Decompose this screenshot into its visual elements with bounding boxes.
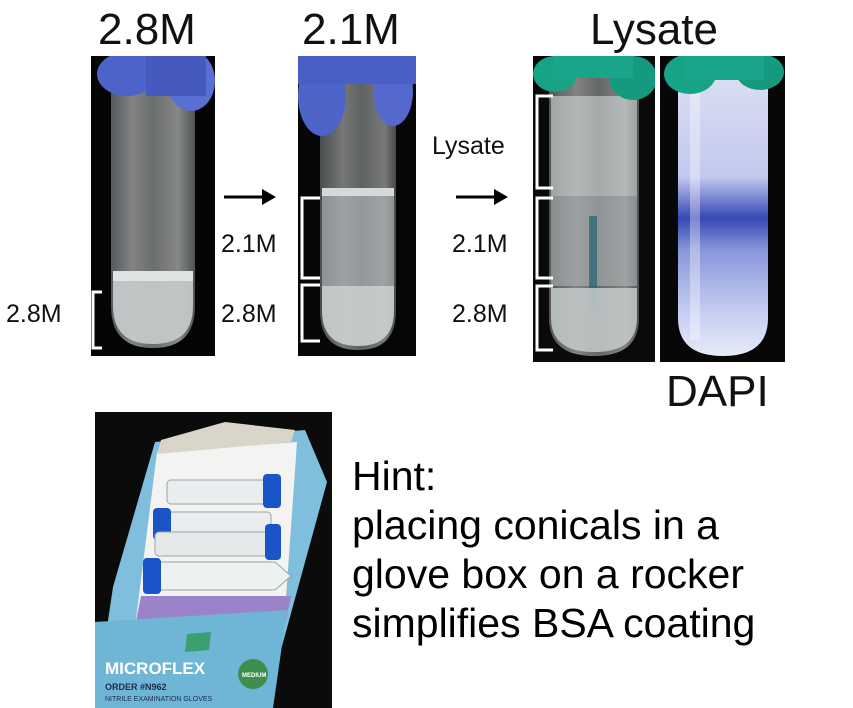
title-2-8m: 2.8M xyxy=(98,5,196,54)
glove-box-photo: MICROFLEX ORDER #N962 NITRILE EXAMINATIO… xyxy=(95,412,332,708)
glove-box-image: MICROFLEX ORDER #N962 NITRILE EXAMINATIO… xyxy=(95,412,332,708)
tube-photo-dapi xyxy=(660,56,785,362)
size-badge: MEDIUM xyxy=(242,673,266,679)
label-dapi: DAPI xyxy=(666,367,769,416)
title-2-1m: 2.1M xyxy=(302,5,400,54)
hint-heading: Hint: xyxy=(352,453,437,499)
tube-photo-2-1m xyxy=(298,56,416,356)
brackets-panel3 xyxy=(535,94,553,352)
tube-image xyxy=(298,56,416,356)
tube-photo-lysate xyxy=(533,56,655,362)
tube-photo-2-8m xyxy=(91,56,215,356)
title-lysate: Lysate xyxy=(590,5,719,54)
arrow-right-icon xyxy=(224,189,276,205)
tube-image xyxy=(660,56,785,362)
label-2-1m: 2.1M xyxy=(221,230,277,258)
product-text: NITRILE EXAMINATION GLOVES xyxy=(105,696,213,703)
label-2-8m-panel2: 2.8M xyxy=(221,300,277,328)
bracket-2-8m-panel2 xyxy=(300,283,320,343)
tube-image xyxy=(533,56,655,362)
hint-line-3: simplifies BSA coating xyxy=(352,600,756,646)
brand-text: MICROFLEX xyxy=(105,659,206,678)
tube-image xyxy=(91,56,215,356)
bracket-2-1m xyxy=(300,196,320,280)
hint-line-2: glove box on a rocker xyxy=(352,551,745,597)
label-2-1m-panel3: 2.1M xyxy=(452,230,508,258)
order-text: ORDER #N962 xyxy=(105,682,167,692)
bracket-2-8m xyxy=(91,290,102,350)
label-lysate-arrow: Lysate xyxy=(432,132,505,160)
hint-text: Hint: placing conicals in a glove box on… xyxy=(352,452,755,648)
label-2-8m: 2.8M xyxy=(6,300,62,328)
hint-line-1: placing conicals in a xyxy=(352,502,719,548)
arrow-right-icon xyxy=(456,189,508,205)
label-2-8m-panel3: 2.8M xyxy=(452,300,508,328)
